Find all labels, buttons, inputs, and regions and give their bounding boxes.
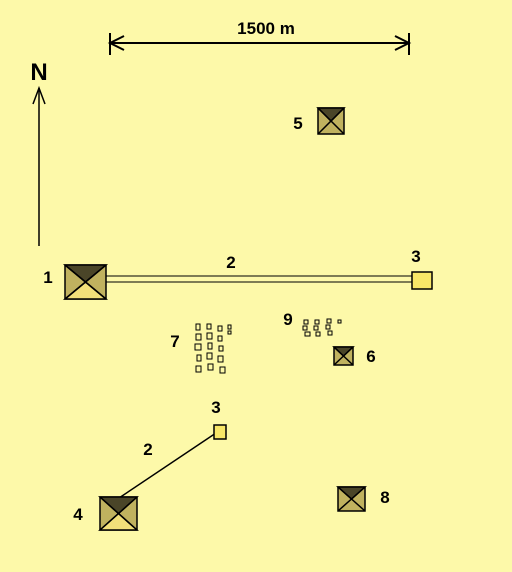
north-arrow — [32, 85, 46, 246]
causeway-4-label: 2 — [143, 440, 152, 459]
valley-temple-1-label: 3 — [411, 247, 420, 266]
causeway-1-label: 2 — [226, 253, 235, 272]
pyramid-1 — [62, 264, 109, 300]
valley-temple-1 — [411, 271, 433, 290]
causeway-4 — [118, 432, 217, 499]
causeway-1 — [105, 275, 413, 283]
pyramid-5 — [316, 107, 346, 135]
scale-bar — [107, 33, 412, 55]
valley-temple-4-label: 3 — [211, 398, 220, 417]
valley-temple-4 — [213, 424, 227, 440]
pyramid-6-label: 6 — [366, 347, 375, 366]
pyramid-8-label: 8 — [380, 488, 389, 507]
pyramid-4 — [98, 496, 139, 531]
pyramid-5-label: 5 — [293, 114, 302, 133]
mastaba-field-7 — [194, 323, 232, 374]
mastaba-field-9 — [302, 318, 342, 337]
mastaba-field-9-label: 9 — [283, 310, 292, 329]
pyramid-1-label: 1 — [43, 268, 52, 287]
scale-label: 1500 m — [237, 19, 295, 38]
north-label: N — [30, 59, 47, 86]
pyramid-8 — [336, 486, 367, 512]
mastaba-field-7-label: 7 — [170, 332, 179, 351]
pyramid-6 — [332, 346, 355, 366]
pyramid-4-label: 4 — [73, 505, 83, 524]
